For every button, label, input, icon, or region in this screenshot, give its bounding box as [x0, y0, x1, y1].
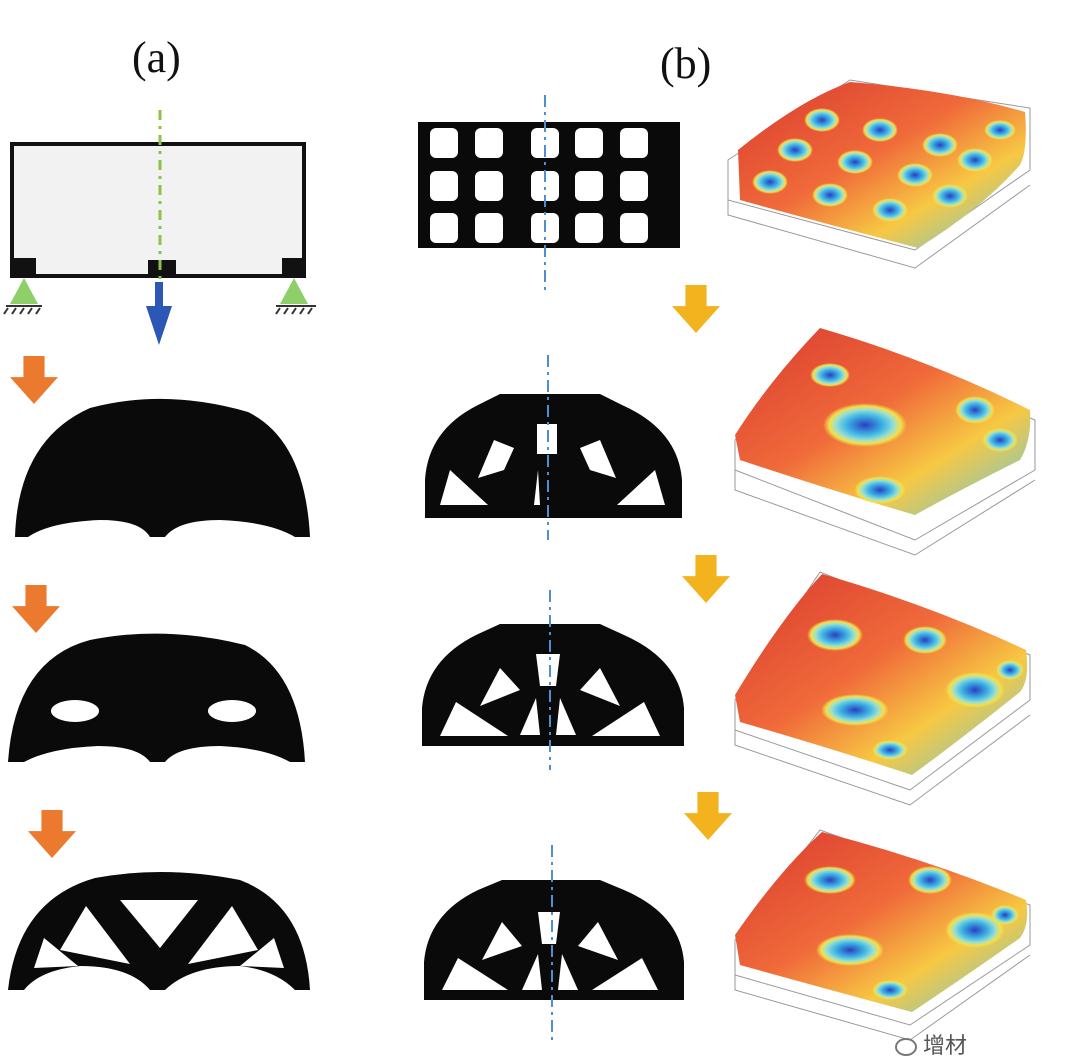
watermark-text: 增材: [923, 1034, 968, 1059]
optimized-shape-a1: [15, 398, 310, 537]
surface-plot-4: [734, 829, 1031, 1041]
surface-plot-3: [734, 571, 1031, 806]
support-icon: [275, 278, 316, 315]
panel-label-a: (a): [132, 33, 181, 82]
yellow-down-arrow-icon: [672, 285, 720, 333]
optimized-shape-b1: [425, 394, 682, 518]
orange-down-arrow-icon: [10, 356, 58, 404]
orange-down-arrow-icon: [28, 810, 76, 858]
watermark: 增材: [895, 1028, 967, 1060]
lattice-structure-b0: [418, 118, 680, 248]
optimized-shape-a2: [8, 633, 305, 762]
surface-plot-1: [727, 79, 1031, 269]
wechat-icon: [895, 1038, 917, 1056]
optimized-shape-b3: [424, 880, 684, 1000]
optimized-shape-a3: [8, 871, 310, 990]
surface-plot-2: [734, 328, 1036, 556]
load-arrow-icon: [146, 282, 172, 345]
optimized-shape-b2: [422, 624, 684, 746]
yellow-down-arrow-icon: [684, 792, 732, 840]
support-icon: [3, 278, 42, 315]
panel-a-design-domain: [3, 110, 316, 345]
yellow-down-arrow-icon: [682, 555, 730, 603]
panel-label-b: (b): [660, 39, 712, 88]
orange-down-arrow-icon: [12, 585, 60, 633]
